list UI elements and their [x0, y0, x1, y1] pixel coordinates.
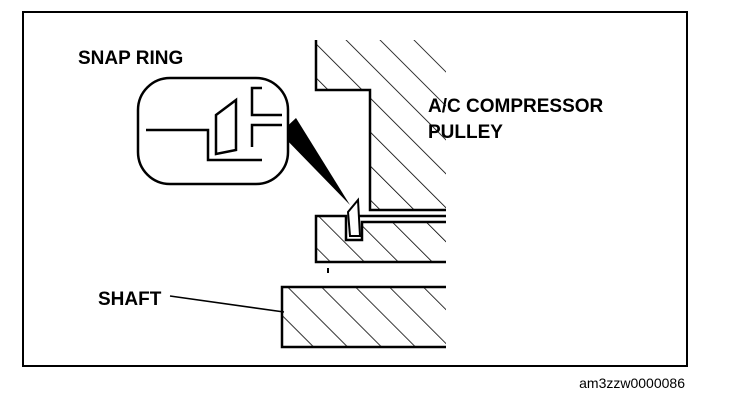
snap-ring-part [346, 197, 362, 237]
snap-ring-label: SNAP RING [78, 48, 183, 69]
pulley-lower-section [316, 216, 446, 262]
pulley-label-line1: A/C COMPRESSOR [428, 96, 604, 117]
detail-pointer [280, 118, 350, 205]
shaft-label: SHAFT [98, 289, 162, 310]
shaft-outline [280, 285, 446, 349]
pulley-upper-section [316, 40, 446, 210]
pulley-upper-outline [314, 40, 446, 212]
diagram-frame [22, 11, 688, 367]
shaft-leader [169, 295, 285, 313]
figure-code: am3zzw0000086 [579, 375, 685, 391]
detail-bubble [136, 76, 290, 186]
shaft-section [282, 287, 446, 347]
detail-contents [146, 86, 282, 162]
pulley-label-line2: PULLEY [428, 122, 503, 143]
pulley-lower-outline [314, 214, 446, 264]
